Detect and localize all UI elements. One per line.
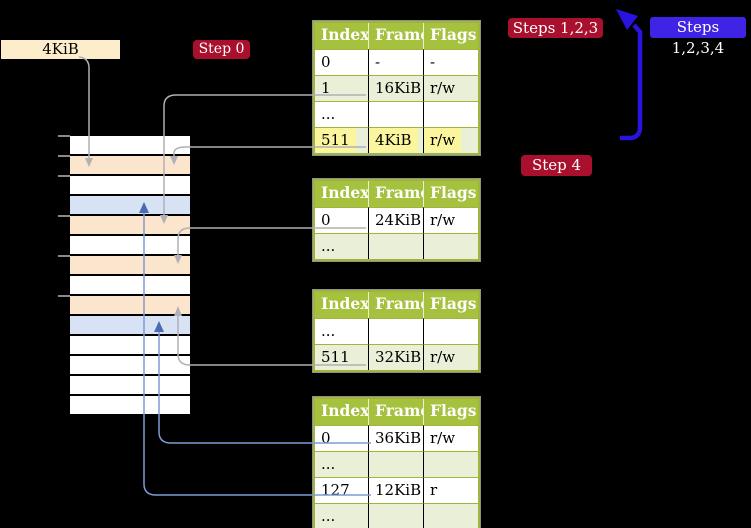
table-cell: r/w xyxy=(423,425,478,451)
memory-frame-row-7 xyxy=(70,276,190,294)
highlighted-value: r/w xyxy=(424,128,462,152)
memory-frame-row-8 xyxy=(70,296,190,314)
column-header: Index xyxy=(315,23,368,49)
table-cell: 12KiB xyxy=(368,477,423,503)
table-cell: r/w xyxy=(423,75,478,101)
table-cell: r/w xyxy=(423,207,478,233)
column-header: Flags xyxy=(423,23,478,49)
step-4-badge: Step 4 xyxy=(521,155,592,176)
table-cell: r/w xyxy=(423,344,478,370)
page-table-2: IndexFrameFlags 024KiBr/w... xyxy=(312,178,481,262)
table-cell: ... xyxy=(315,318,368,344)
highlighted-value: 511 xyxy=(315,128,356,152)
column-header: Index xyxy=(315,399,368,425)
table-cell: 24KiB xyxy=(368,207,423,233)
memory-frame-row-13 xyxy=(70,396,190,414)
address-tick xyxy=(58,155,70,157)
column-header: Frame xyxy=(368,23,423,49)
table-cell: 127 xyxy=(315,477,368,503)
memory-frame-row-2 xyxy=(70,176,190,194)
table-cell: 1 xyxy=(315,75,368,101)
table-cell: - xyxy=(423,49,478,75)
table-cell: ... xyxy=(315,451,368,477)
address-tick xyxy=(58,215,70,217)
address-tick xyxy=(58,255,70,257)
table-cell: ... xyxy=(315,101,368,127)
column-header: Frame xyxy=(368,292,423,318)
step-0-badge: Step 0 xyxy=(193,40,250,59)
table-cell xyxy=(423,101,478,127)
table-cell: 32KiB xyxy=(368,344,423,370)
page-table-4: IndexFrameFlags 036KiBr/w...12712KiBr... xyxy=(312,396,481,528)
memory-frame-row-12 xyxy=(70,376,190,394)
table-cell xyxy=(368,233,423,259)
table-cell: 511 xyxy=(315,344,368,370)
memory-frame-row-0 xyxy=(70,136,190,154)
table-cell xyxy=(368,451,423,477)
memory-frame-row-10 xyxy=(70,336,190,354)
memory-frame-row-1 xyxy=(70,156,190,174)
column-header: Frame xyxy=(368,399,423,425)
table-cell: 0 xyxy=(315,49,368,75)
table-cell xyxy=(423,318,478,344)
table-cell: r xyxy=(423,477,478,503)
address-tick xyxy=(58,175,70,177)
column-header: Flags xyxy=(423,399,478,425)
table-cell: ... xyxy=(315,233,368,259)
table-cell xyxy=(368,503,423,528)
memory-frame-row-4 xyxy=(70,216,190,234)
highlighted-value: 4KiB xyxy=(369,128,418,152)
memory-frame-row-6 xyxy=(70,256,190,274)
table-cell: r/w xyxy=(423,127,478,153)
table-cell xyxy=(368,318,423,344)
table-cell xyxy=(423,503,478,528)
table-cell: 4KiB xyxy=(368,127,423,153)
table-cell xyxy=(368,101,423,127)
steps-loop-arrow xyxy=(616,9,643,141)
table-cell xyxy=(423,451,478,477)
memory-frame-row-11 xyxy=(70,356,190,374)
table-cell: 36KiB xyxy=(368,425,423,451)
column-header: Flags xyxy=(423,181,478,207)
memory-frame-row-9 xyxy=(70,316,190,334)
address-tick xyxy=(58,295,70,297)
memory-frame-row-5 xyxy=(70,236,190,254)
table-cell: ... xyxy=(315,503,368,528)
table-cell xyxy=(423,233,478,259)
table-cell: - xyxy=(368,49,423,75)
column-header: Index xyxy=(315,292,368,318)
column-header: Flags xyxy=(423,292,478,318)
steps-1-2-3-4-badge: Steps 1,2,3,4 xyxy=(650,17,746,57)
table-cell: 511 xyxy=(315,127,368,153)
address-tick xyxy=(58,135,70,137)
column-header: Frame xyxy=(368,181,423,207)
memory-frame-row-3 xyxy=(70,196,190,214)
register-value-box: 4KiB xyxy=(1,40,120,59)
column-header: Index xyxy=(315,181,368,207)
table-cell: 0 xyxy=(315,207,368,233)
table-cell: 0 xyxy=(315,425,368,451)
steps-1-2-3-badge: Steps 1,2,3 xyxy=(508,18,603,38)
table-cell: 16KiB xyxy=(368,75,423,101)
